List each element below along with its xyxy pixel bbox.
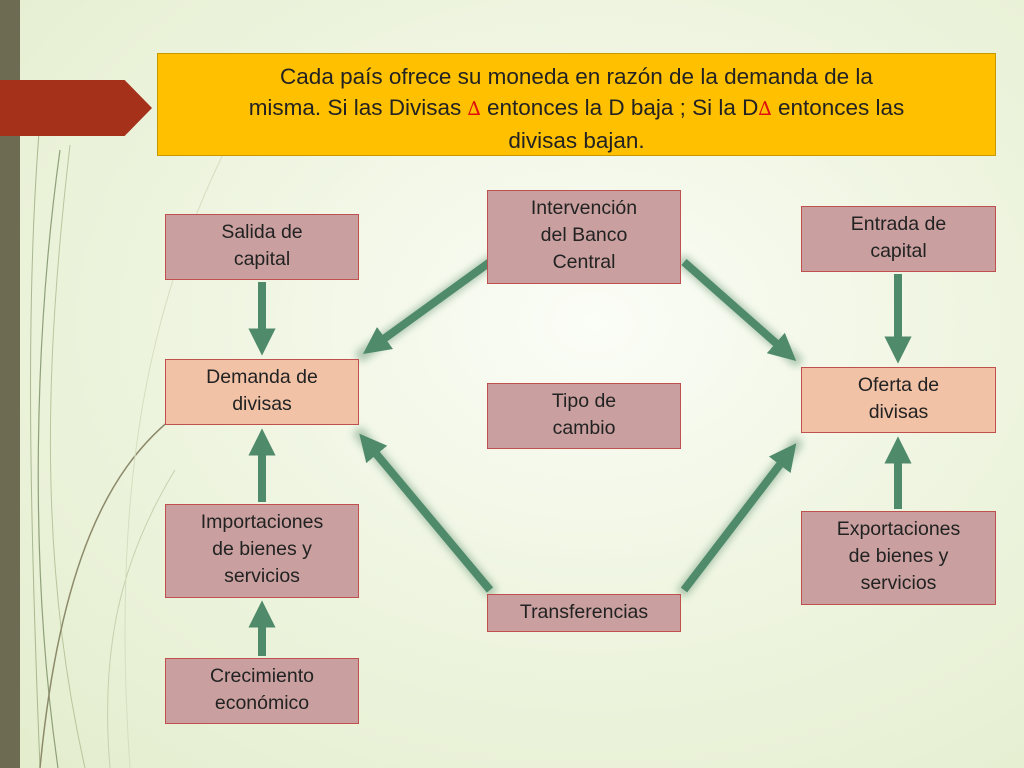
box-oferta-de-divisas: Oferta de divisas xyxy=(801,367,996,433)
box-label-line: de bienes y xyxy=(212,538,312,560)
box-entrada-de-capital: Entrada de capital xyxy=(801,206,996,272)
box-salida-de-capital: Salida de capital xyxy=(165,214,359,280)
box-label-line: Tipo de xyxy=(551,390,617,412)
delta-symbol: ∆ xyxy=(758,98,772,120)
box-importaciones: Importaciones de bienes y servicios xyxy=(165,504,359,598)
box-label-line: servicios xyxy=(224,565,300,587)
header-line-2b: entonces la D baja ; Si la D xyxy=(480,95,759,120)
box-exportaciones: Exportaciones de bienes y servicios xyxy=(801,511,996,605)
header-line-2c: entonces las xyxy=(771,95,905,120)
box-label-line: Demanda de xyxy=(206,366,318,388)
box-label-line: Transferencias xyxy=(519,601,649,623)
box-label-line: del Banco xyxy=(540,224,628,246)
header-statement: Cada país ofrece su moneda en razón de l… xyxy=(157,53,996,156)
box-tipo-de-cambio: Tipo de cambio xyxy=(487,383,681,449)
box-label-line: capital xyxy=(233,248,291,270)
box-label-line: divisas xyxy=(232,393,292,415)
box-label-line: cambio xyxy=(552,417,616,439)
box-label-line: Crecimiento xyxy=(209,665,315,687)
box-label-line: económico xyxy=(214,692,310,714)
delta-symbol: ∆ xyxy=(467,98,481,120)
box-intervencion-banco-central: Intervención del Banco Central xyxy=(487,190,681,284)
box-label-line: de bienes y xyxy=(848,545,949,567)
box-crecimiento-economico: Crecimiento económico xyxy=(165,658,359,724)
arrow-interv-to-demanda xyxy=(362,258,493,354)
box-label-line: Intervención xyxy=(530,197,638,219)
box-label-line: Oferta de xyxy=(857,374,940,396)
arrow-transf-to-demanda xyxy=(359,433,494,593)
box-label-line: servicios xyxy=(860,572,937,594)
arrow-interv-to-oferta xyxy=(681,259,797,361)
header-line-2a: misma. Si las Divisas xyxy=(248,95,468,120)
box-transferencias: Transferencias xyxy=(487,594,681,632)
header-line-1: Cada país ofrece su moneda en razón de l… xyxy=(280,64,873,89)
box-label-line: divisas xyxy=(868,401,929,423)
box-label-line: Importaciones xyxy=(200,511,324,533)
box-label-line: Entrada de xyxy=(850,213,947,235)
box-label-line: Central xyxy=(552,251,616,273)
box-label-line: Exportaciones xyxy=(836,518,961,540)
arrow-transf-to-oferta xyxy=(680,443,797,593)
box-label-line: Salida de xyxy=(221,221,303,243)
box-demanda-de-divisas: Demanda de divisas xyxy=(165,359,359,425)
box-label-line: capital xyxy=(870,240,927,262)
header-line-3: divisas bajan. xyxy=(508,128,645,153)
left-accent-bar xyxy=(0,0,20,768)
title-pointer-tag xyxy=(0,80,152,136)
